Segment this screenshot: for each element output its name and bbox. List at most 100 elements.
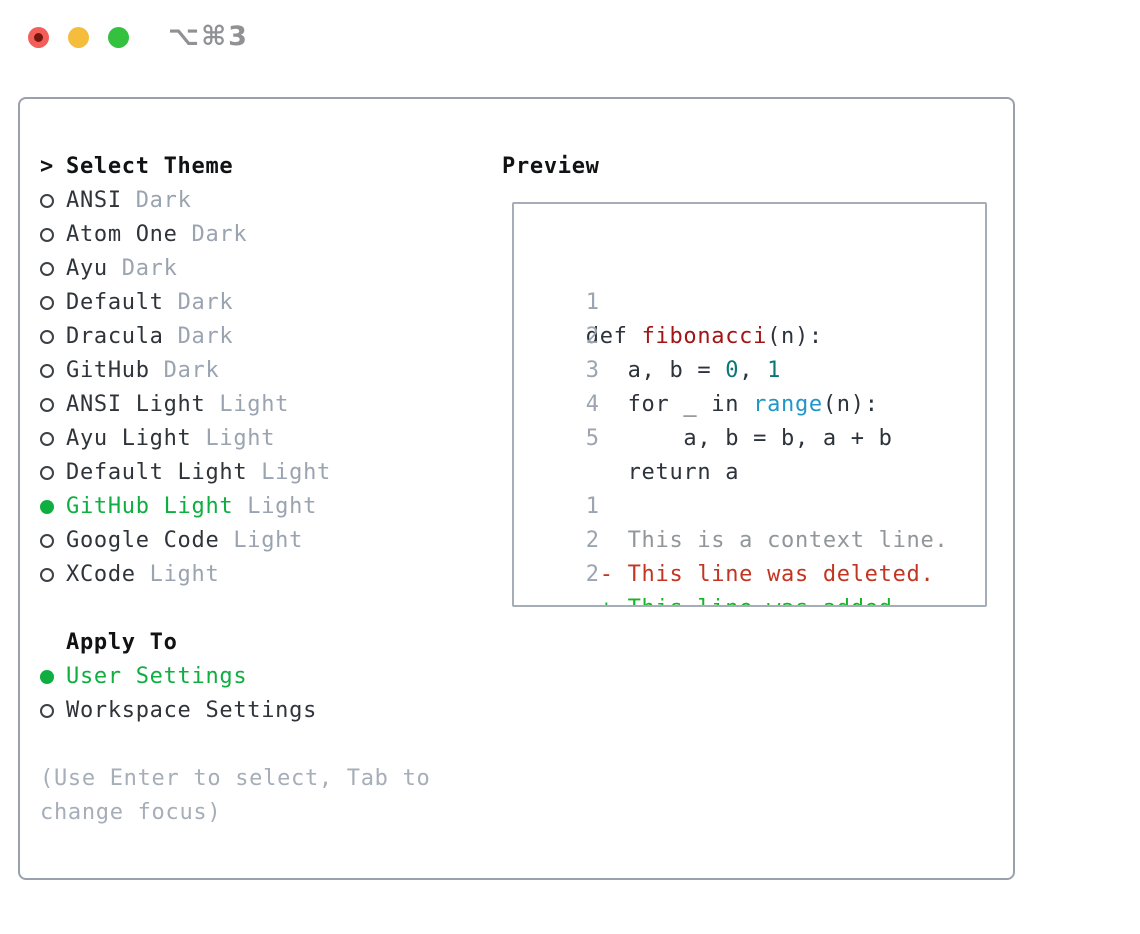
theme-variant-tag: Light [219,392,290,417]
apply-to-option-label: Workspace Settings [66,698,318,723]
apply-to-label: Apply To [66,630,178,655]
radio-icon [40,330,54,344]
theme-name: GitHub Light [66,494,248,519]
theme-list-item[interactable]: Dracula Dark [40,320,470,354]
code-segment: + This line was added. [558,596,907,605]
apply-to-option[interactable]: User Settings [40,660,470,694]
theme-list-item[interactable]: ANSI Light Light [40,388,470,422]
line-number: 1 [585,494,600,519]
theme-variant-tag: Dark [191,222,248,247]
radio-icon [40,534,54,548]
radio-icon [40,364,54,378]
prompt-icon: > [40,154,54,179]
theme-variant-tag: Light [205,426,276,451]
code-segment: fibonacci [641,324,768,349]
theme-variant-tag: Dark [177,324,234,349]
code-segment: 1 [767,358,782,383]
radio-icon [40,466,54,480]
radio-icon [40,568,54,582]
line-number: 2 [585,324,600,349]
theme-list-item[interactable]: GitHub Dark [40,354,470,388]
code-segment: 0 [725,358,740,383]
theme-picker-panel: >Select Theme ANSI Dark Atom One Dark Ay… [18,97,1015,880]
preview-line: 1 This is a context line. [530,456,985,553]
preview-line: 3 for _ in range(n): [530,320,985,417]
line-number: 1 [585,290,600,315]
theme-list-item[interactable]: Atom One Dark [40,218,470,252]
theme-name: Dracula [66,324,178,349]
close-button[interactable] [28,27,49,48]
theme-name: ANSI Light [66,392,220,417]
theme-list-item[interactable]: Ayu Dark [40,252,470,286]
line-number: 3 [585,358,600,383]
theme-list-column: >Select Theme ANSI Dark Atom One Dark Ay… [40,150,470,830]
theme-name: Google Code [66,528,234,553]
theme-list-item[interactable]: Ayu Light Light [40,422,470,456]
code-segment: (n): [822,392,879,417]
code-segment: range [753,392,823,417]
code-segment: return a [557,460,740,485]
radio-icon [40,398,54,412]
code-segment: This is a context line. [557,528,949,553]
preview-line: 2 - This line was deleted. [530,490,985,587]
preview-line: 2 + This line was added. [530,524,985,605]
code-segment: (n): [767,324,823,349]
theme-list-item[interactable]: Default Light Light [40,456,470,490]
radio-icon [40,500,54,514]
line-number: 4 [585,392,600,417]
theme-name: Default [66,290,178,315]
theme-list-item[interactable]: ANSI Dark [40,184,470,218]
traffic-lights [28,27,129,48]
theme-variant-tag: Light [247,494,318,519]
keyboard-hint: (Use Enter to select, Tab to change focu… [40,766,431,825]
apply-to-option[interactable]: Workspace Settings [40,694,470,728]
zoom-button[interactable] [108,27,129,48]
theme-variant-tag: Light [261,460,331,485]
code-segment: for _ in [557,392,754,417]
radio-icon [40,262,54,276]
title-bar: ⌥⌘3 [0,0,1140,70]
theme-list-item[interactable]: Google Code Light [40,524,470,558]
theme-list-item[interactable]: Default Dark [40,286,470,320]
theme-name: GitHub [66,358,164,383]
theme-name: Ayu [66,256,122,281]
line-number: 5 [585,426,600,451]
code-segment: def [557,324,642,349]
theme-variant-tag: Light [233,528,304,553]
theme-name: ANSI [66,188,136,213]
radio-icon [40,670,54,684]
radio-icon [40,228,54,242]
theme-name: Default Light [66,460,262,485]
window-title: ⌥⌘3 [168,21,249,52]
theme-list-item[interactable]: GitHub Light Light [40,490,470,524]
theme-variant-tag: Light [149,562,220,587]
preview-pane: 1 def fibonacci(n): 2 a, b = 0, 1 3 for … [512,202,987,607]
line-number: 2 [585,528,600,553]
theme-name: Ayu Light [66,426,206,451]
theme-list: ANSI Dark Atom One Dark Ayu Dark Default… [40,184,470,592]
spacer [40,592,470,626]
theme-variant-tag: Dark [121,256,178,281]
preview-line: 4 a, b = b, a + b [530,354,985,451]
radio-icon [40,296,54,310]
apply-to-option-label: User Settings [66,664,248,689]
code-segment: , [739,358,768,383]
code-segment: - This line was deleted. [557,562,935,587]
preview-line: 5 return a [530,388,985,485]
theme-variant-tag: Dark [163,358,220,383]
theme-list-item[interactable]: XCode Light [40,558,470,592]
radio-icon [40,194,54,208]
theme-variant-tag: Dark [177,290,234,315]
marker-placeholder [40,636,54,650]
code-segment: a, b = b, a + b [557,426,893,451]
apply-to-header: Apply To [40,626,470,660]
preview-label: Preview [502,154,600,179]
theme-name: Atom One [66,222,192,247]
apply-to-list: User Settings Workspace Settings [40,660,470,728]
radio-icon [40,432,54,446]
line-number: 2 [585,562,600,587]
theme-name: XCode [66,562,150,587]
select-theme-header: >Select Theme [40,150,470,184]
minimize-button[interactable] [68,27,89,48]
